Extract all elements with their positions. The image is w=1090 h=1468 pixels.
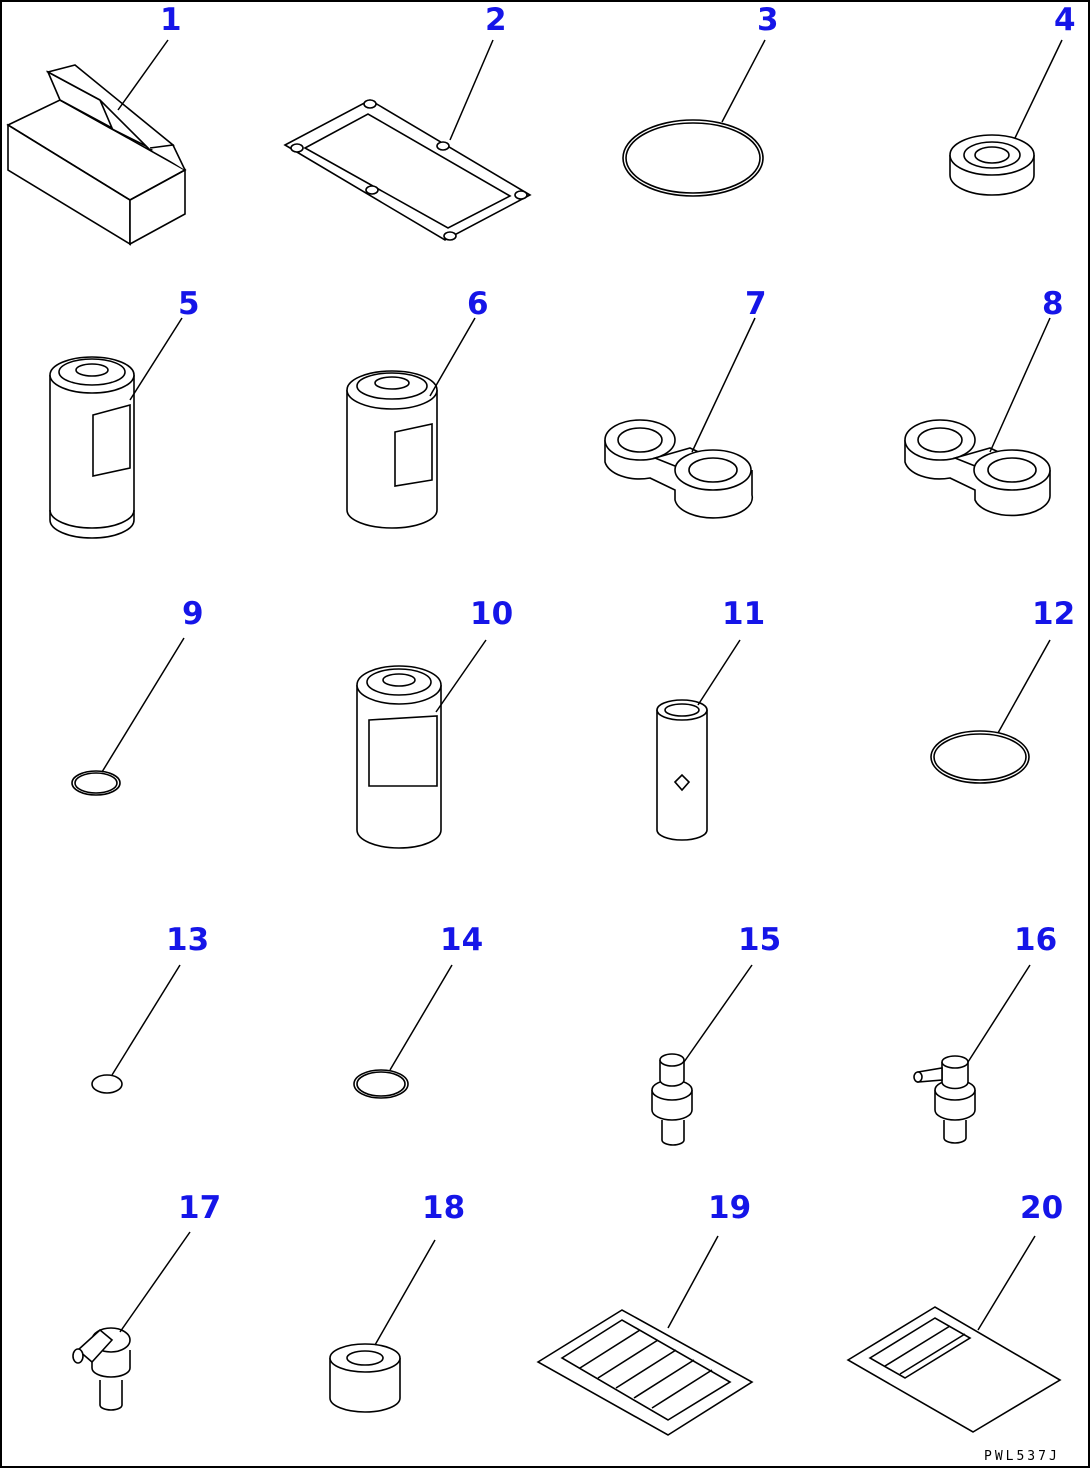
part-11-tube bbox=[656, 699, 708, 841]
reference-code: PWL537J bbox=[984, 1449, 1060, 1464]
callout-16: 16 bbox=[1014, 922, 1057, 958]
callout-15: 15 bbox=[738, 922, 781, 958]
part-16-fitting bbox=[913, 1055, 976, 1144]
callout-17: 17 bbox=[178, 1190, 221, 1226]
part-5-filter bbox=[49, 356, 135, 539]
callout-8: 8 bbox=[1042, 286, 1064, 322]
part-14-o-ring bbox=[353, 1069, 409, 1099]
callout-6: 6 bbox=[467, 286, 489, 322]
part-8-block bbox=[904, 419, 1051, 517]
part-20-label-sheet bbox=[846, 1306, 1062, 1433]
part-17-fitting bbox=[72, 1327, 131, 1411]
part-2-gasket bbox=[283, 99, 532, 241]
callout-1: 1 bbox=[160, 2, 182, 38]
callout-20: 20 bbox=[1020, 1190, 1063, 1226]
part-19-label-sheet bbox=[536, 1309, 754, 1436]
part-15-fitting bbox=[651, 1053, 693, 1146]
part-12-o-ring bbox=[930, 730, 1030, 784]
callout-12: 12 bbox=[1032, 596, 1075, 632]
callout-13: 13 bbox=[166, 922, 209, 958]
callout-4: 4 bbox=[1054, 2, 1076, 38]
part-6-filter bbox=[346, 370, 438, 529]
callout-7: 7 bbox=[745, 286, 767, 322]
callout-5: 5 bbox=[178, 286, 200, 322]
part-13-o-ring bbox=[91, 1074, 123, 1094]
callout-2: 2 bbox=[485, 2, 507, 38]
callout-9: 9 bbox=[182, 596, 204, 632]
callout-3: 3 bbox=[757, 2, 779, 38]
part-3-o-ring bbox=[622, 119, 764, 197]
part-7-block bbox=[604, 419, 754, 519]
callout-14: 14 bbox=[440, 922, 483, 958]
part-4-seal bbox=[949, 134, 1035, 196]
callout-10: 10 bbox=[470, 596, 513, 632]
callout-11: 11 bbox=[722, 596, 765, 632]
part-18-bushing bbox=[329, 1343, 401, 1413]
part-1-box bbox=[6, 64, 187, 246]
callout-18: 18 bbox=[422, 1190, 465, 1226]
part-9-o-ring bbox=[71, 770, 121, 796]
callout-19: 19 bbox=[708, 1190, 751, 1226]
part-10-filter bbox=[356, 665, 442, 849]
